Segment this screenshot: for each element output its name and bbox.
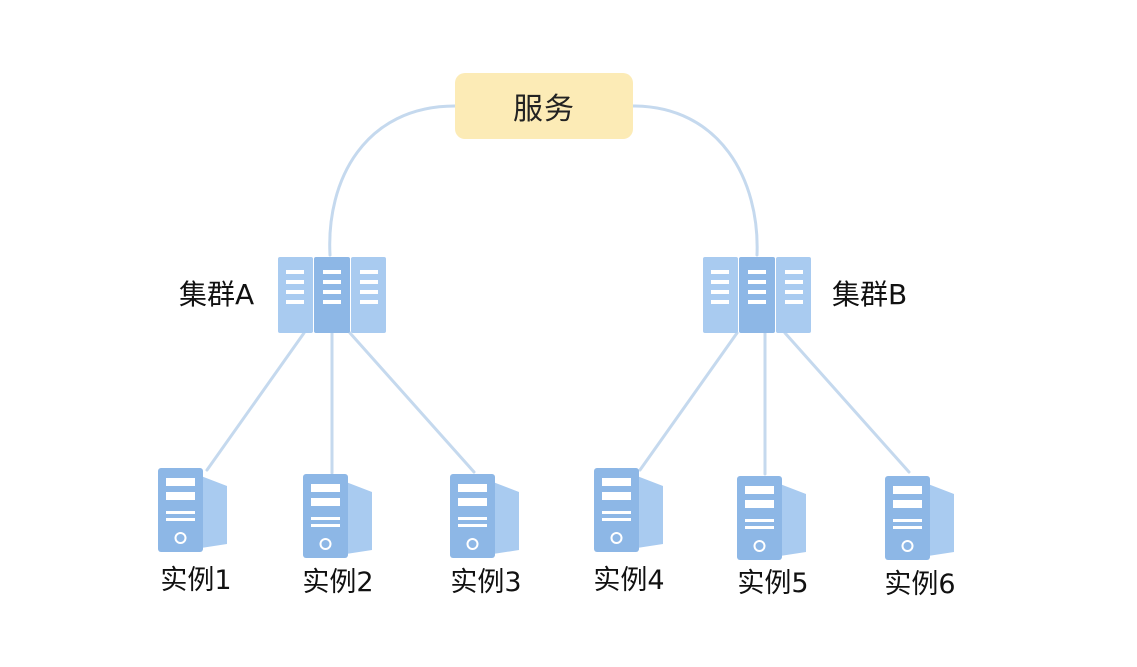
connector-service-cluster-b [631,104,759,257]
server-tower-icon [737,476,806,560]
instance-1-label: 实例1 [160,565,232,596]
server-rack-icon [278,257,386,333]
cluster-b-label: 集群B [832,278,908,311]
connector-service-cluster-a [328,104,457,257]
instance-2-label: 实例2 [302,567,374,598]
service-label: 服务 [513,92,575,127]
server-tower-icon [158,468,227,552]
service-node: 服务 [455,73,633,139]
connector-cluster-b-instance-4 [638,331,739,472]
connector-cluster-a-instance-3 [348,331,476,474]
connector-cluster-a-instance-1 [205,331,306,472]
connector-cluster-b-instance-6 [783,331,911,474]
cluster-a-label: 集群A [179,278,255,311]
instance-4-label: 实例4 [593,565,665,596]
instance-6-label: 实例6 [884,569,956,600]
server-tower-icon [450,474,519,558]
instance-3-label: 实例3 [450,567,522,598]
server-tower-icon [303,474,372,558]
server-rack-icon [703,257,811,333]
server-tower-icon [594,468,663,552]
server-tower-icon [885,476,954,560]
instance-5-label: 实例5 [737,568,809,599]
